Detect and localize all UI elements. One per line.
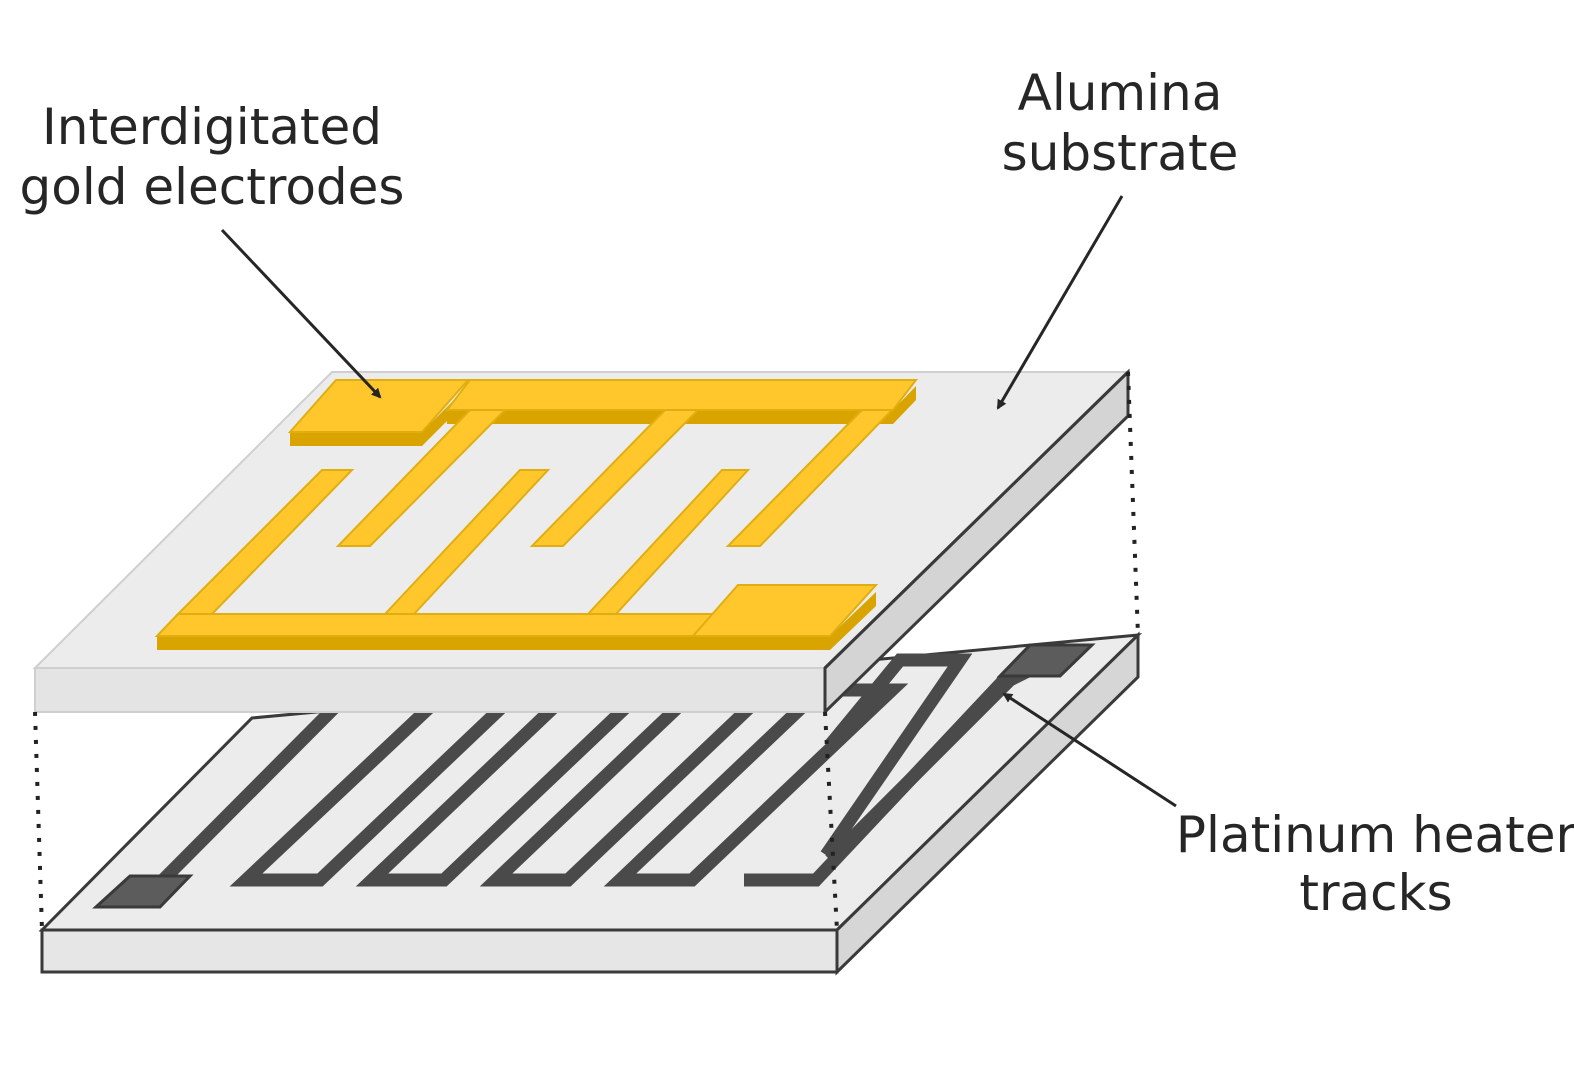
substrate-label-line2: substrate [1002, 124, 1239, 182]
heater-arrow [1002, 692, 1177, 808]
electrode-bottom-left-arm [175, 469, 355, 615]
electrodes-callout: Interdigitated gold electrodes [20, 98, 405, 399]
alignment-lines [33, 371, 1140, 931]
heater-label-line2: tracks [1299, 864, 1452, 922]
electrode-pad-bottom [690, 584, 879, 637]
gold-electrode-tops [154, 379, 919, 637]
electrode-top-finger-1 [335, 409, 508, 547]
substrate-callout: Alumina substrate [996, 64, 1239, 410]
bottom-substrate-front [40, 928, 839, 974]
electrode-bottom-finger-2 [585, 469, 751, 615]
heater-label-line1: Platinum heater [1176, 806, 1574, 864]
electrodes-arrow [220, 228, 382, 399]
top-substrate-edge [823, 370, 1130, 670]
electrode-top-bus-side [447, 386, 916, 424]
substrate-label-line1: Alumina [1018, 64, 1223, 122]
heater-pad-right [996, 643, 1096, 678]
heater-pad-left [92, 874, 194, 909]
heater-loop-6 [820, 653, 973, 859]
electrode-bottom-finger-1 [382, 469, 551, 615]
electrode-pad-bottom-side [693, 592, 876, 650]
electrodes-label-line1: Interdigitated [42, 98, 382, 156]
electrode-top-right-arm [725, 409, 895, 547]
bottom-substrate-right [835, 631, 1140, 976]
electrodes-label-line2: gold electrodes [20, 158, 405, 216]
electrode-bottom-bus [154, 613, 716, 637]
electrode-bottom-bus-side [157, 636, 713, 650]
gold-electrodes [154, 379, 919, 650]
heater-callout: Platinum heater tracks [1002, 692, 1574, 922]
electrode-top-finger-2 [529, 409, 701, 547]
top-substrate-front [34, 667, 826, 713]
heater-loop-4 [603, 683, 909, 887]
alignment-line-left [33, 711, 44, 931]
substrate-arrow [996, 195, 1124, 410]
heater-lead-left [140, 685, 357, 903]
alignment-line-right [1126, 371, 1140, 636]
electrode-pad-top [287, 379, 471, 433]
electrode-top-bus [444, 379, 919, 411]
